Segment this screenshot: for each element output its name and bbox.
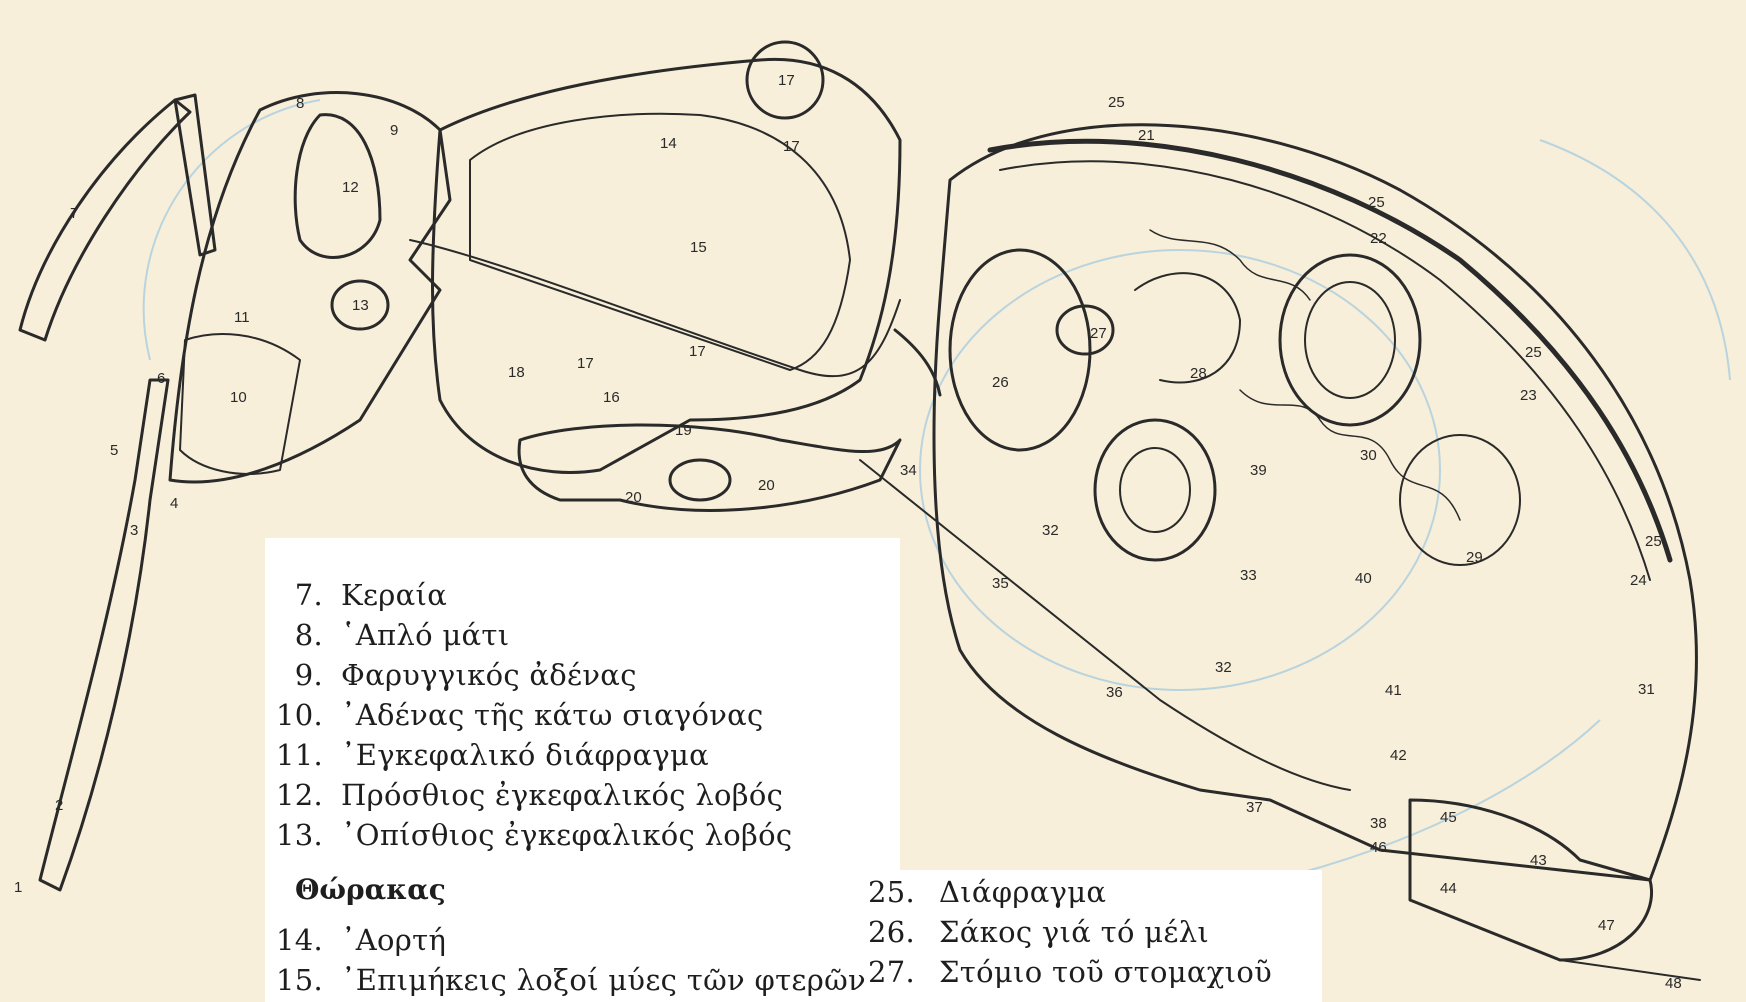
label-17d: 17 xyxy=(689,343,706,360)
label-2: 2 xyxy=(55,797,63,814)
label-20b: 20 xyxy=(758,477,775,494)
label-36: 36 xyxy=(1106,684,1123,701)
legend-text: Σάκος γιά τό μέλι xyxy=(939,915,1209,949)
label-29: 29 xyxy=(1466,549,1483,566)
legend-text: Φαρυγγικός ἀδένας xyxy=(341,658,637,692)
brain-anterior xyxy=(295,115,380,258)
label-5: 5 xyxy=(110,442,118,459)
abdomen xyxy=(934,125,1696,880)
label-48: 48 xyxy=(1665,975,1682,992)
label-1: 1 xyxy=(14,879,22,896)
label-32a: 32 xyxy=(1042,522,1059,539)
legend-number: 11. xyxy=(265,738,323,772)
legend-panel-right: 25. Διάφραγμα 26. Σάκος γιά τό μέλι 27. … xyxy=(867,870,1322,1002)
label-32b: 32 xyxy=(1215,659,1232,676)
malpighian-tubules xyxy=(1240,390,1460,520)
label-25b: 25 xyxy=(1368,194,1385,211)
legend-panel-left: 7. Κεραία 8. ῾Απλό μάτι 9. Φαρυγγικός ἀδ… xyxy=(265,538,900,1002)
legend-number: 15. xyxy=(265,963,323,997)
label-43: 43 xyxy=(1530,852,1547,869)
label-31: 31 xyxy=(1638,681,1655,698)
legend-number: 27. xyxy=(867,955,915,989)
ventriculus-1 xyxy=(1280,255,1420,425)
legend-text: Κεραία xyxy=(341,578,447,612)
label-30: 30 xyxy=(1360,447,1377,464)
label-26: 26 xyxy=(992,374,1009,391)
label-6: 6 xyxy=(157,370,165,387)
label-35: 35 xyxy=(992,575,1009,592)
section-heading-thorax: Θώρακας xyxy=(295,873,446,906)
legend-number: 26. xyxy=(867,915,915,949)
label-20a: 20 xyxy=(625,489,642,506)
label-46: 46 xyxy=(1370,839,1387,856)
label-14: 14 xyxy=(660,135,677,152)
legend-number: 13. xyxy=(265,818,323,852)
label-39: 39 xyxy=(1250,462,1267,479)
label-27: 27 xyxy=(1090,325,1107,342)
label-15: 15 xyxy=(690,239,707,256)
legend-number: 10. xyxy=(265,698,323,732)
label-44: 44 xyxy=(1440,880,1457,897)
legend-text: ᾿Αορτή xyxy=(341,923,446,957)
label-11: 11 xyxy=(234,309,250,326)
label-8: 8 xyxy=(296,95,304,112)
label-9: 9 xyxy=(390,122,398,139)
head-capsule xyxy=(170,93,450,482)
label-12: 12 xyxy=(342,179,359,196)
label-33: 33 xyxy=(1240,567,1257,584)
label-25c: 25 xyxy=(1525,344,1542,361)
label-10: 10 xyxy=(230,389,247,406)
legend-text: ᾿Επιμήκεις λοξοί μύες τῶν φτερῶν xyxy=(341,963,866,997)
label-4: 4 xyxy=(170,495,178,512)
legend-number: 8. xyxy=(265,618,323,652)
label-25d: 25 xyxy=(1645,533,1662,550)
label-42: 42 xyxy=(1390,747,1407,764)
abdomen-dorsal-plates xyxy=(990,141,1670,560)
label-41: 41 xyxy=(1385,682,1402,699)
label-7: 7 xyxy=(70,205,78,222)
antenna xyxy=(20,100,190,340)
label-28: 28 xyxy=(1190,365,1207,382)
label-38: 38 xyxy=(1370,815,1387,832)
legend-text: ᾿Αδένας τῆς κάτω σιαγόνας xyxy=(341,698,764,732)
legend-text: ῾Απλό μάτι xyxy=(341,618,509,652)
label-17c: 17 xyxy=(577,355,594,372)
petiole xyxy=(895,330,940,395)
label-47: 47 xyxy=(1598,917,1615,934)
legend-number: 14. xyxy=(265,923,323,957)
legend-text: ᾿Εγκεφαλικό διάφραγμα xyxy=(341,738,709,772)
label-24: 24 xyxy=(1630,572,1647,589)
label-19: 19 xyxy=(675,422,692,439)
label-17b: 17 xyxy=(783,138,800,155)
legend-number: 25. xyxy=(867,875,915,909)
aorta xyxy=(410,240,900,376)
ventriculus-2 xyxy=(1095,420,1215,560)
legend-number: 9. xyxy=(265,658,323,692)
label-22: 22 xyxy=(1370,230,1387,247)
legend-number: 12. xyxy=(265,778,323,812)
ventral-nerve-cord xyxy=(860,460,1350,790)
label-34: 34 xyxy=(900,462,917,479)
legend-text: Διάφραγμα xyxy=(939,875,1106,909)
label-45: 45 xyxy=(1440,809,1457,826)
label-25a: 25 xyxy=(1108,94,1125,111)
label-40: 40 xyxy=(1355,570,1372,587)
label-3: 3 xyxy=(130,522,138,539)
legend-number: 7. xyxy=(265,578,323,612)
legend-text: Στόμιο τοῦ στομαχιοῦ xyxy=(939,955,1272,989)
label-21: 21 xyxy=(1138,127,1155,144)
label-13: 13 xyxy=(352,297,369,314)
label-18: 18 xyxy=(508,364,525,381)
label-16: 16 xyxy=(603,389,620,406)
label-37: 37 xyxy=(1246,799,1263,816)
legend-text: ᾿Οπίσθιος ἐγκεφαλικός λοβός xyxy=(341,818,792,852)
label-23: 23 xyxy=(1520,387,1537,404)
legend-text: Πρόσθιος ἐγκεφαλικός λοβός xyxy=(341,778,783,812)
label-17a: 17 xyxy=(778,72,795,89)
stomach-rings xyxy=(1135,273,1240,382)
